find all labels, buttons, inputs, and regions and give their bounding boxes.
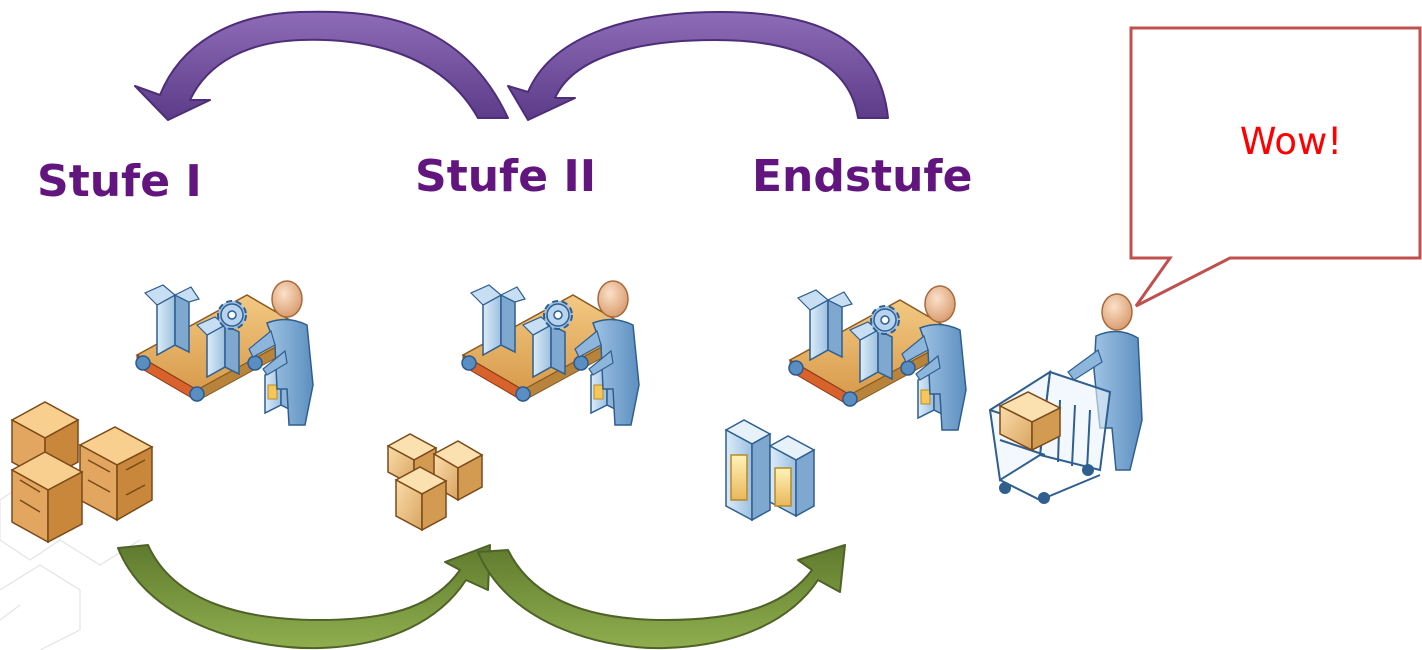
- assembly-line-worker-icon: [461, 280, 640, 426]
- stage-label-endstufe: Endstufe: [752, 151, 973, 202]
- forward-arrow-right: [477, 544, 846, 650]
- shopper-with-cart-icon: [988, 293, 1143, 504]
- assembly-line-worker-icon: [135, 280, 314, 426]
- wooden-crates-icon: [10, 401, 154, 544]
- product-packages-icon: [724, 419, 816, 522]
- forward-arrow-left: [117, 544, 491, 650]
- cardboard-boxes-icon: [386, 433, 484, 532]
- backward-arrow-right: [507, 11, 889, 121]
- stage-label-stufe-1: Stufe I: [37, 156, 202, 207]
- speech-callout: [1129, 26, 1422, 308]
- assembly-line-worker-icon: [788, 285, 967, 431]
- callout-text: Wow!: [1239, 120, 1343, 163]
- stage-label-stufe-2: Stufe II: [415, 151, 597, 202]
- backward-arrow-left: [134, 10, 509, 121]
